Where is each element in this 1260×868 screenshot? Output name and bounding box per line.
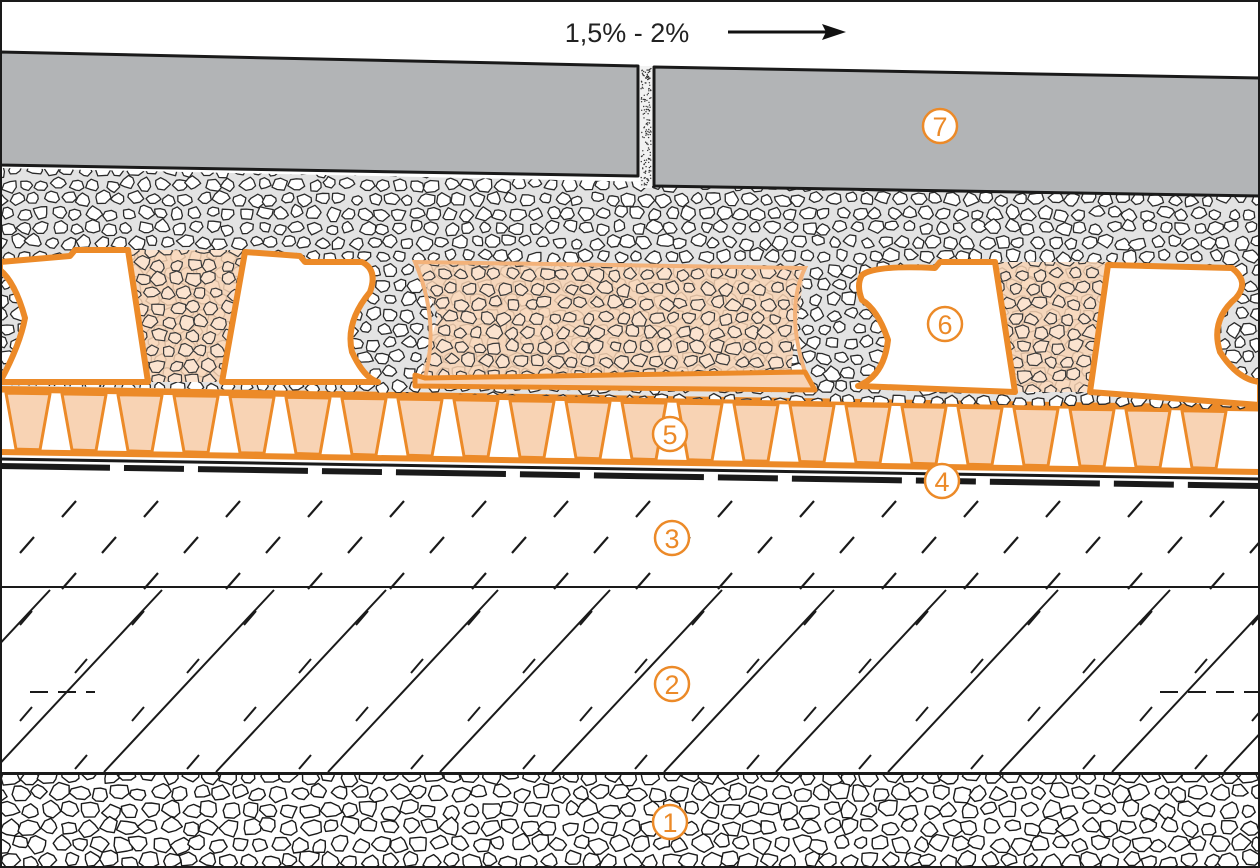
drainage-elements-layer xyxy=(0,247,1260,408)
gravel-subbase-layer xyxy=(0,772,1260,868)
concrete-layers xyxy=(0,500,1260,775)
layer-marker-label: 5 xyxy=(662,420,677,450)
layer-marker-label: 2 xyxy=(664,670,679,700)
layer-marker-3: 3 xyxy=(653,519,691,557)
layer-marker-4: 4 xyxy=(923,462,961,500)
layer-marker-label: 1 xyxy=(662,808,677,838)
layer-marker-label: 3 xyxy=(664,524,679,554)
arrow-right-icon xyxy=(728,24,846,40)
layer-marker-label: 4 xyxy=(934,467,949,497)
layer-marker-7: 7 xyxy=(921,107,959,145)
layer-marker-2: 2 xyxy=(653,665,691,703)
slope-label: 1,5% - 2% xyxy=(565,18,690,48)
drainage-mat-layer xyxy=(0,385,1260,475)
layer-marker-6: 6 xyxy=(926,305,964,343)
layer-marker-label: 6 xyxy=(937,310,952,340)
layer-marker-1: 1 xyxy=(651,803,689,841)
layer-marker-label: 7 xyxy=(932,112,947,142)
slope-annotation: 1,5% - 2% xyxy=(565,18,846,48)
layer-marker-5: 5 xyxy=(651,415,689,453)
